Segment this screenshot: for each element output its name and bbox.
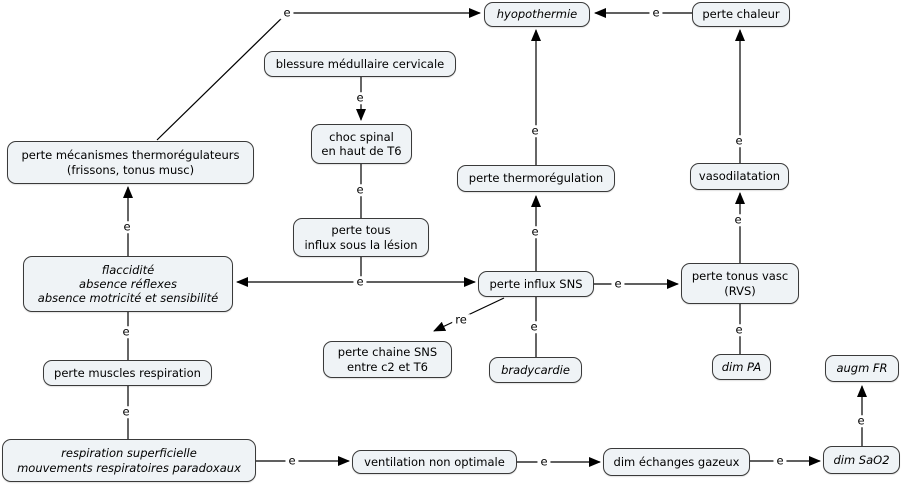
- link-label-choc-perte-tous[interactable]: e: [353, 184, 367, 196]
- node-vasodilatation[interactable]: vasodilatation: [690, 163, 789, 190]
- link-label-vasodilatation-chaleur[interactable]: e: [732, 135, 746, 147]
- node-augm-fr[interactable]: augm FR: [825, 355, 899, 382]
- node-respiration-superficielle[interactable]: respiration superficielle mouvements res…: [2, 439, 256, 482]
- link-label-muscles-respiration[interactable]: e: [119, 406, 133, 418]
- link-label-respiration-ventilation[interactable]: e: [285, 455, 299, 467]
- node-dim-pa[interactable]: dim PA: [712, 354, 771, 380]
- link-label-mecanismes-hyopothermie[interactable]: e: [280, 7, 294, 19]
- link-label-sns-tonus-vasc[interactable]: e: [611, 278, 625, 290]
- node-perte-muscles-respiration[interactable]: perte muscles respiration: [43, 360, 212, 386]
- link-label-tonus-vasodilatation[interactable]: e: [731, 214, 745, 226]
- link-label-sns-bradycardie[interactable]: e: [527, 321, 541, 333]
- node-perte-tous-influx[interactable]: perte tous influx sous la lésion: [293, 218, 429, 257]
- link-label-flaccidite-mecanismes[interactable]: e: [120, 221, 134, 233]
- link-label-perte-tous-branches[interactable]: e: [353, 276, 367, 288]
- link-label-blessure-choc[interactable]: e: [353, 92, 367, 104]
- link-label-ventilation-echanges[interactable]: e: [537, 456, 551, 468]
- node-blessure-medullaire-cervicale[interactable]: blessure médullaire cervicale: [264, 51, 456, 77]
- node-dim-sao2[interactable]: dim SaO2: [823, 446, 900, 474]
- node-ventilation-non-optimale[interactable]: ventilation non optimale: [352, 450, 517, 474]
- link-label-sns-thermoreg[interactable]: e: [528, 226, 542, 238]
- link-label-thermoreg-hyopothermie[interactable]: e: [528, 125, 542, 137]
- node-perte-chaine-sns[interactable]: perte chaine SNS entre c2 et T6: [323, 341, 452, 378]
- node-hyopothermie[interactable]: hyopothermie: [484, 2, 590, 27]
- link-label-tonus-dim-pa[interactable]: e: [732, 324, 746, 336]
- node-perte-mecanismes-thermoregulateurs[interactable]: perte mécanismes thermorégulateurs (fris…: [7, 141, 254, 184]
- link-label-chaleur-hyopothermie[interactable]: e: [649, 7, 663, 19]
- link-label-flaccidite-muscles[interactable]: e: [119, 326, 133, 338]
- node-perte-tonus-vasc[interactable]: perte tonus vasc (RVS): [681, 263, 799, 304]
- node-perte-chaleur[interactable]: perte chaleur: [692, 2, 790, 27]
- link-label-sao2-fr[interactable]: e: [854, 415, 868, 427]
- link-label-sns-chaine-re[interactable]: re: [452, 314, 470, 326]
- node-flaccidite[interactable]: flaccidité absence réflexes absence motr…: [23, 256, 233, 312]
- node-bradycardie[interactable]: bradycardie: [489, 357, 582, 383]
- node-perte-influx-sns[interactable]: perte influx SNS: [478, 271, 594, 297]
- link-label-echanges-sao2[interactable]: e: [773, 455, 787, 467]
- node-choc-spinal[interactable]: choc spinal en haut de T6: [311, 124, 412, 164]
- node-perte-thermoregulation[interactable]: perte thermorégulation: [457, 165, 615, 192]
- node-dim-echanges-gazeux[interactable]: dim échanges gazeux: [603, 448, 750, 476]
